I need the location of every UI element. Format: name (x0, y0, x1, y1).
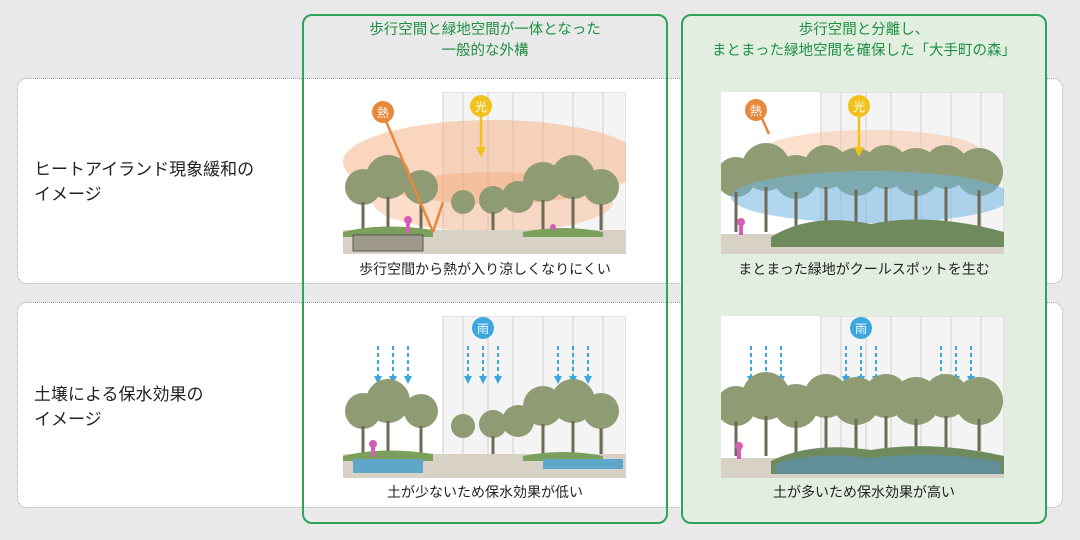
column-header-general-line2: 一般的な外構 (441, 43, 529, 59)
column-header-general: 歩行空間と緑地空間が一体となった 一般的な外構 (302, 20, 668, 62)
illustration-forest-heat: 熱 光 (721, 92, 1004, 254)
illustration-forest-rain: 雨 (721, 316, 1004, 478)
light-icon-label: 光 (475, 100, 487, 114)
caption-general-heat: 歩行空間から熱が入り涼しくなりにくい (359, 262, 611, 278)
illustration-general-heat: 熱 光 (343, 92, 626, 254)
row-label-heat-island-line1: ヒートアイランド現象緩和の (34, 160, 255, 180)
caption-forest-heat: まとまった緑地がクールスポットを生む (738, 262, 990, 278)
rain-icon-label: 雨 (855, 322, 867, 336)
light-icon-label: 光 (853, 100, 865, 114)
column-frame-forest (681, 14, 1047, 524)
row-label-heat-island-line2: イメージ (34, 185, 102, 205)
column-header-forest: 歩行空間と分離し、 まとまった緑地空間を確保した「大手町の森」 (681, 20, 1047, 62)
heat-icon (372, 101, 394, 123)
row-label-water-retention-line1: 土壌による保水効果の (34, 385, 204, 405)
light-icon (848, 95, 870, 117)
heat-icon-label: 熱 (377, 106, 389, 120)
illustration-general-rain: 雨 (343, 316, 626, 478)
column-header-forest-line2: まとまった緑地空間を確保した「大手町の森」 (712, 43, 1016, 59)
rain-icon (472, 317, 494, 339)
row-label-heat-island: ヒートアイランド現象緩和の イメージ (34, 158, 254, 208)
row-label-water-retention-line2: イメージ (34, 410, 102, 430)
column-frame-general (302, 14, 668, 524)
row-label-water-retention: 土壌による保水効果の イメージ (34, 383, 204, 433)
caption-forest-rain: 土が多いため保水効果が高い (773, 485, 955, 501)
heat-icon-label: 熱 (750, 104, 762, 118)
rain-icon (850, 317, 872, 339)
column-header-forest-line1: 歩行空間と分離し、 (798, 22, 930, 38)
heat-icon (745, 99, 767, 121)
caption-general-rain: 土が少ないため保水効果が低い (387, 485, 583, 501)
column-header-general-line1: 歩行空間と緑地空間が一体となった (369, 22, 601, 38)
rain-icon-label: 雨 (477, 322, 489, 336)
light-icon (470, 95, 492, 117)
